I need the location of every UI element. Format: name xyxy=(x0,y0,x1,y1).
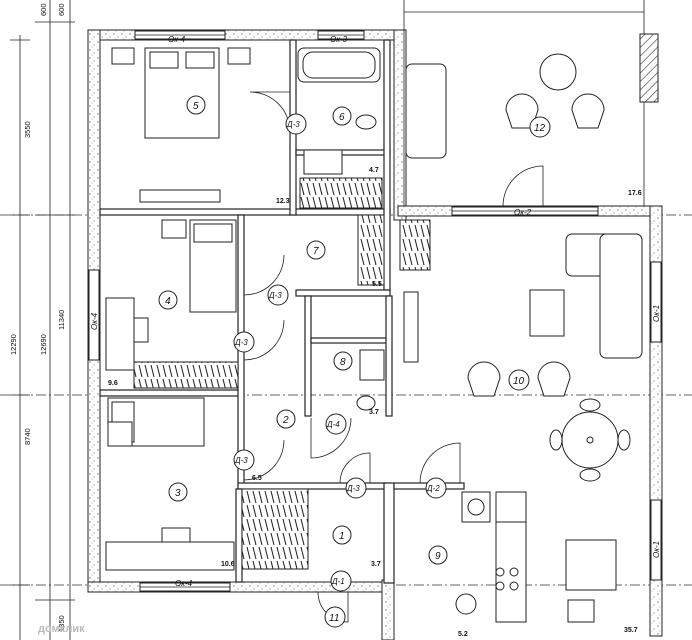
door-tag-8: Д-2 xyxy=(426,484,440,493)
dimension-lines: 600 600 3550 11340 12290 12690 8740 1350 xyxy=(9,0,75,640)
room-area-12: 17.6 xyxy=(628,190,642,197)
room-number-3: 3 xyxy=(175,488,181,499)
room-number-2: 2 xyxy=(282,415,289,426)
balcony-furniture xyxy=(405,53,605,159)
door-tag-2: Д-3 xyxy=(268,291,282,300)
room-labels: 1 3.7 2 6.5 3 10.6 4 9.6 5 12.3 6 4.7 7 … xyxy=(108,95,642,638)
living-room-furniture xyxy=(467,233,643,482)
dim-600-b: 600 xyxy=(57,3,66,16)
room-number-9: 9 xyxy=(435,551,441,562)
dim-8740: 8740 xyxy=(23,428,32,445)
room-area-1: 3.7 xyxy=(371,561,381,568)
window-label-1: Ок-4 xyxy=(168,35,186,44)
room-area-10: 35.7 xyxy=(624,627,638,634)
doors xyxy=(243,91,544,623)
room-area-5: 12.3 xyxy=(276,198,290,205)
room-number-7: 7 xyxy=(313,246,319,257)
room-area-9: 5.2 xyxy=(458,631,468,638)
window-label-2: Ок-3 xyxy=(330,35,348,44)
door-tag-1: Д-3 xyxy=(286,120,300,129)
room-7-closet xyxy=(357,214,431,286)
window-label-4: Ок-4 xyxy=(90,312,99,330)
door-tags: Д-3 Д-3 Д-3 Д-3 Д-4 Д-3 Д-2 Д-1 xyxy=(233,113,447,592)
room-number-12: 12 xyxy=(534,123,546,134)
room-number-8: 8 xyxy=(340,357,346,368)
bedroom-4-furniture xyxy=(105,219,239,389)
dim-12690: 12690 xyxy=(39,334,48,355)
dim-1350: 1350 xyxy=(57,615,66,632)
dim-3550: 3550 xyxy=(23,121,32,138)
door-tag-7: Д-3 xyxy=(346,484,360,493)
room-area-4: 9.6 xyxy=(108,380,118,387)
window-label-7: Ок-1 xyxy=(652,541,661,558)
room-number-4: 4 xyxy=(165,296,171,307)
room-area-8: 3.7 xyxy=(369,409,379,416)
dim-600-a: 600 xyxy=(39,3,48,16)
room-area-2: 6.5 xyxy=(252,475,262,482)
door-tag-4: Д-3 xyxy=(234,456,248,465)
dim-12290: 12290 xyxy=(9,334,18,355)
dim-11340: 11340 xyxy=(57,310,66,330)
watermark: домклик xyxy=(38,623,85,635)
window-label-6: Ок-1 xyxy=(652,305,661,322)
bathroom-8-fixtures xyxy=(356,291,419,411)
room-number-6: 6 xyxy=(339,112,345,123)
room-number-10: 10 xyxy=(513,376,525,387)
bedroom-3-furniture xyxy=(105,397,235,571)
room-area-7: 5.5 xyxy=(372,281,382,288)
window-label-5: Ок-4 xyxy=(175,579,193,588)
room-area-6: 4.7 xyxy=(369,167,379,174)
room-area-3: 10.6 xyxy=(221,561,235,568)
room-number-11: 11 xyxy=(329,613,339,624)
windows: Ок-4 Ок-3 Ок-2 Ок-4 Ок-4 Ок-1 Ок-1 xyxy=(88,30,662,592)
door-tag-9: Д-1 xyxy=(331,577,345,586)
room-number-5: 5 xyxy=(193,101,199,112)
window-label-3: Ок-2 xyxy=(514,208,532,217)
kitchen-units xyxy=(455,491,617,623)
bathroom-6-fixtures xyxy=(297,47,383,209)
door-tag-6: Д-4 xyxy=(326,420,340,429)
bedroom-5-furniture xyxy=(111,47,251,203)
balcony xyxy=(403,0,659,206)
door-tag-3: Д-3 xyxy=(234,338,248,347)
room-number-1: 1 xyxy=(339,531,345,542)
room-1-closet xyxy=(241,488,309,570)
